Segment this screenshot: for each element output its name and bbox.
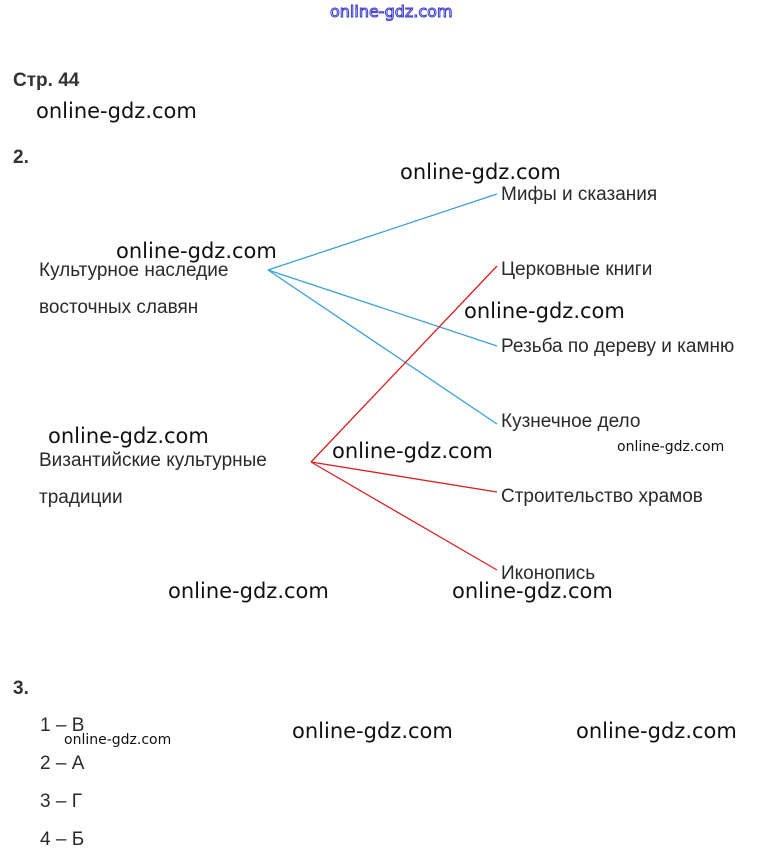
task2-number: 2. [13,147,29,168]
right-item: Мифы и сказания [501,184,658,205]
left-item-byzantine-line2: традиции [39,487,123,508]
answer: 2 – А [40,753,85,774]
answer: 4 – Б [40,829,85,850]
watermark: online-gdz.com [292,719,453,743]
left-item-slavic-line1: Культурное наследие [39,260,229,281]
line-byz-books [310,265,498,463]
answer: 1 – В [40,715,85,736]
line-byz-temples [310,461,498,493]
right-item: Строительство храмов [501,486,703,507]
right-item: Иконопись [501,563,596,584]
task3-number: 3. [13,678,29,699]
watermark: online-gdz.com [576,719,737,743]
watermark: online-gdz.com [332,439,493,463]
right-item: Кузнечное дело [501,411,641,432]
answer: 3 – Г [40,791,82,812]
watermark: online-gdz.com [464,299,625,323]
watermark: online-gdz.com [168,579,329,603]
watermark: online-gdz.com [64,732,172,748]
watermark: online-gdz.com [48,424,209,448]
watermark: online-gdz.com [400,160,561,184]
watermark: online-gdz.com [617,439,725,455]
right-item: Церковные книги [501,259,653,280]
right-item: Резьба по дереву и камню [501,336,735,357]
left-item-byzantine-line1: Византийские культурные [39,450,267,471]
watermark: online-gdz.com [116,239,277,263]
line-byz-icons [310,461,498,571]
line-slavic-carving [267,269,498,347]
page-heading: Стр. 44 [13,70,80,91]
watermark-top: online-gdz.com [330,2,454,22]
left-item-slavic-line2: восточных славян [39,297,199,318]
line-slavic-myths [267,193,498,271]
watermark: online-gdz.com [452,579,613,603]
watermark: online-gdz.com [36,99,197,123]
line-slavic-smithing [267,269,498,425]
